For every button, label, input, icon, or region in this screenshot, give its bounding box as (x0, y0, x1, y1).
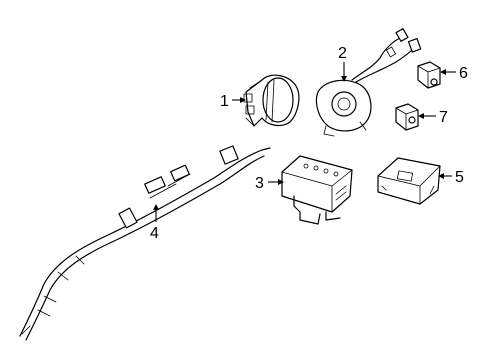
part-3-drawing (281, 155, 353, 225)
part-7-drawing (395, 103, 419, 131)
callout-4: 4 (150, 225, 159, 242)
callout-3: 3 (255, 175, 264, 192)
callout-5: 5 (455, 169, 464, 186)
callout-7: 7 (439, 109, 448, 126)
part-2-drawing (315, 28, 422, 137)
leader-3 (268, 179, 284, 185)
part-4-drawing (19, 145, 271, 341)
callout-6: 6 (459, 65, 468, 82)
callout-1: 1 (220, 93, 229, 110)
part-5-drawing (377, 157, 441, 205)
part-1-drawing (243, 74, 300, 127)
leader-6 (440, 69, 456, 75)
leader-5 (438, 173, 452, 179)
leader-7 (418, 113, 436, 119)
callout-2: 2 (338, 45, 347, 62)
leader-4 (153, 204, 159, 222)
part-6-drawing (417, 61, 441, 89)
leader-1 (232, 97, 246, 103)
leader-2 (341, 62, 347, 82)
